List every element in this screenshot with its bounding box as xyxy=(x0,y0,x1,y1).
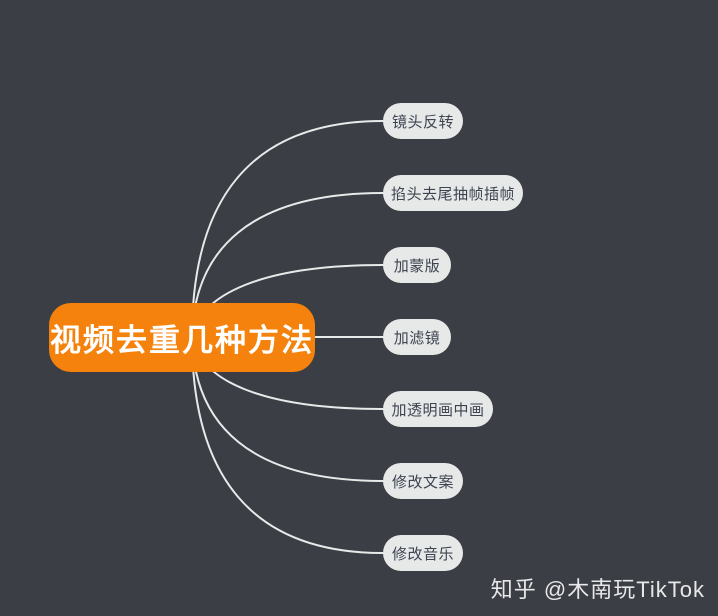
central-node[interactable]: 视频去重几种方法 xyxy=(49,303,315,372)
branch-node-label: 修改文案 xyxy=(391,473,454,491)
branch-node[interactable]: 镜头反转 xyxy=(383,103,463,139)
branch-node-label: 镜头反转 xyxy=(391,113,454,131)
branch-node[interactable]: 掐头去尾抽帧插帧 xyxy=(383,175,523,211)
branch-node[interactable]: 修改文案 xyxy=(383,463,463,499)
branch-node[interactable]: 加透明画中画 xyxy=(383,391,493,427)
branch-node-label: 加滤镜 xyxy=(393,329,441,347)
branch-node-label: 掐头去尾抽帧插帧 xyxy=(390,185,515,203)
branch-node-label: 加透明画中画 xyxy=(391,401,485,419)
branch-node-label: 修改音乐 xyxy=(391,545,454,563)
branch-node-label: 加蒙版 xyxy=(393,257,441,275)
branch-node[interactable]: 修改音乐 xyxy=(383,535,463,571)
watermark-text: 知乎 @木南玩TikTok xyxy=(490,577,705,602)
branch-node[interactable]: 加滤镜 xyxy=(383,319,451,355)
branch-node[interactable]: 加蒙版 xyxy=(383,247,451,283)
